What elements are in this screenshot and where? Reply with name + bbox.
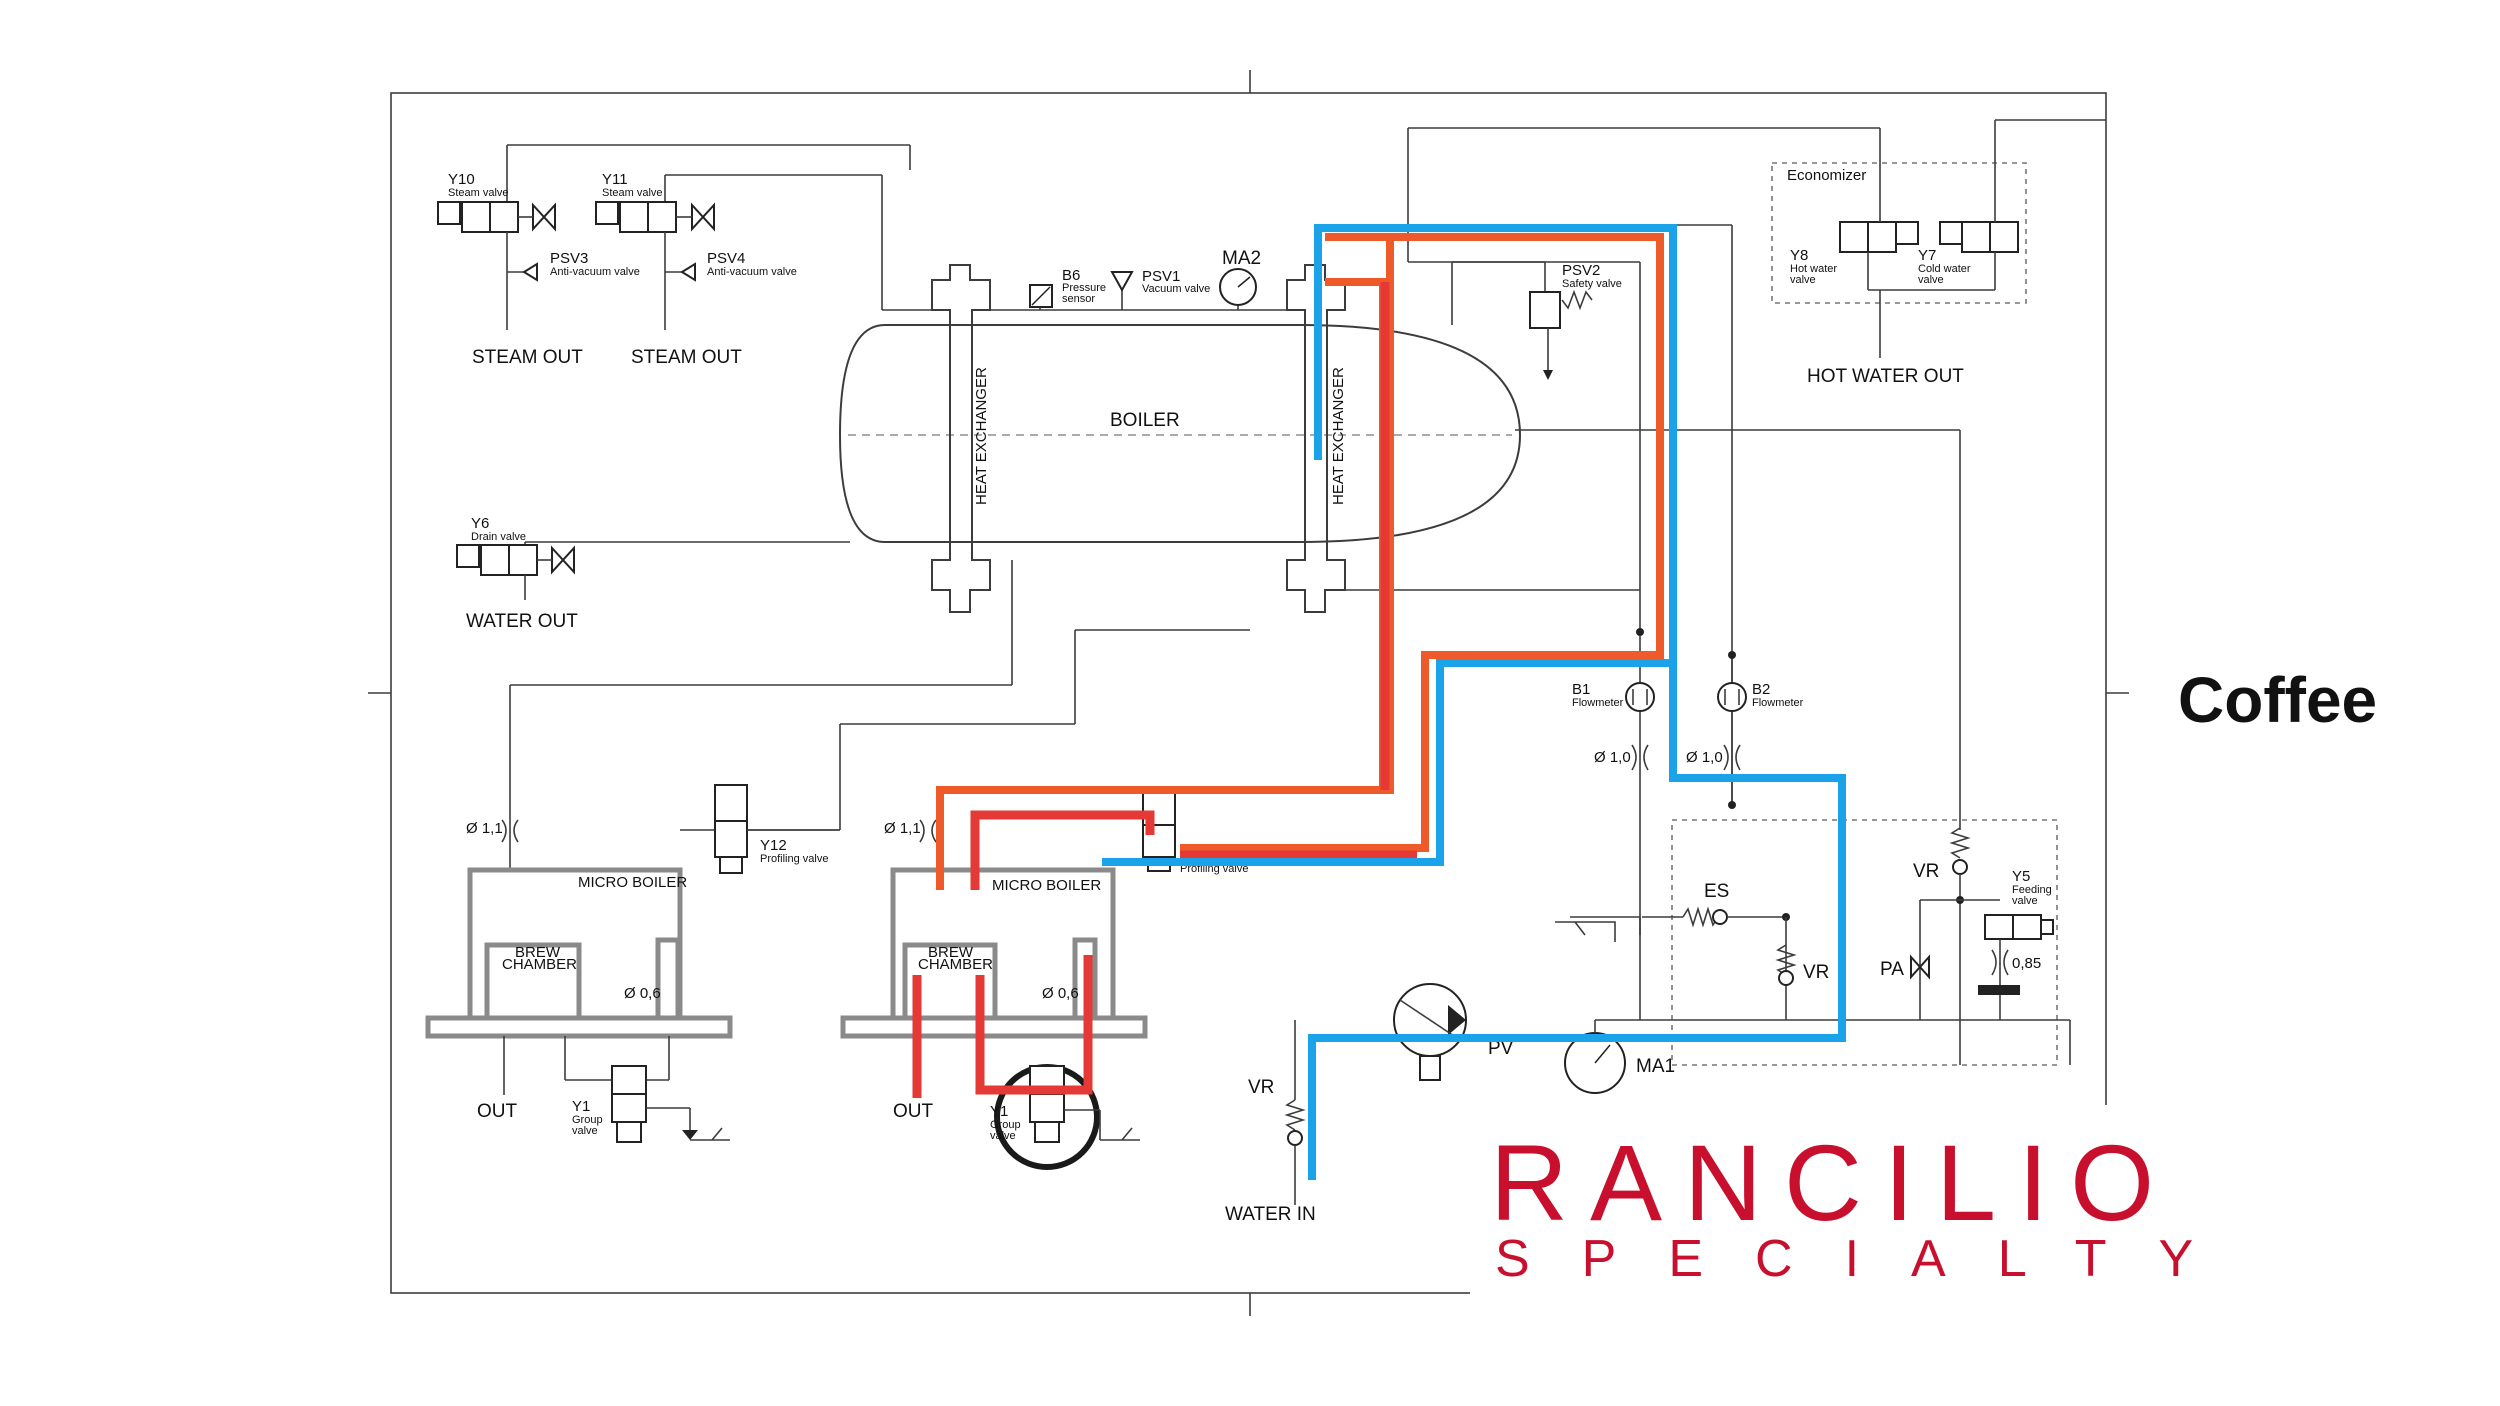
ma1-label: MA1 bbox=[1636, 1056, 1675, 1077]
b1-orifice: Ø 1,0 bbox=[1594, 749, 1631, 766]
logo-brand: RANCILIO bbox=[1490, 1122, 2176, 1243]
b6-desc1: Pressure bbox=[1062, 282, 1106, 294]
drain-valve-y6: Y6 Drain valve WATER OUT bbox=[456, 515, 850, 632]
boiler: BOILER bbox=[838, 324, 1522, 543]
heat-exchanger-right: HEAT EXCHANGER bbox=[1286, 264, 1347, 613]
psv2-desc: Safety valve bbox=[1562, 278, 1622, 290]
y8-desc1: Hot water bbox=[1790, 263, 1837, 275]
psv2-id: PSV2 bbox=[1562, 262, 1600, 279]
y1b-desc2: valve bbox=[990, 1130, 1016, 1142]
b1-id: B1 bbox=[1572, 681, 1590, 698]
right-brew-label-2: CHAMBER bbox=[918, 956, 993, 973]
water-out: WATER OUT bbox=[466, 611, 578, 632]
safety-valve-psv2: PSV2 Safety valve bbox=[1451, 261, 1622, 380]
economizer: Economizer Y8 Hot water valve Y7 Cold wa… bbox=[1408, 119, 2106, 387]
left-orifice-top: Ø 1,1 bbox=[466, 820, 503, 837]
pa-label: PA bbox=[1880, 959, 1904, 980]
y12a-desc: Profiling valve bbox=[760, 853, 828, 865]
hot-water-out: HOT WATER OUT bbox=[1807, 366, 1964, 387]
psv1-id: PSV1 bbox=[1142, 268, 1180, 285]
vr-top-label: VR bbox=[1913, 861, 1939, 882]
steam-valve-y11: Y11 Steam valve PSV4 Anti-vacuum valve S… bbox=[595, 171, 932, 368]
left-micro-boiler-label: MICRO BOILER bbox=[578, 874, 687, 891]
b6-desc2: sensor bbox=[1062, 293, 1095, 305]
heat-exchanger-left-label: HEAT EXCHANGER bbox=[973, 367, 990, 505]
heat-exchanger-left: HEAT EXCHANGER bbox=[931, 264, 991, 613]
steam-out-1: STEAM OUT bbox=[472, 347, 583, 368]
y5-desc2: valve bbox=[2012, 895, 2038, 907]
heat-exchanger-right-label: HEAT EXCHANGER bbox=[1330, 367, 1347, 505]
y10-desc: Steam valve bbox=[448, 187, 509, 199]
out-right: OUT bbox=[893, 1101, 934, 1122]
economizer-label: Economizer bbox=[1787, 167, 1866, 184]
y6-desc: Drain valve bbox=[471, 531, 526, 543]
right-orifice-top: Ø 1,1 bbox=[884, 820, 921, 837]
logo-tagline: SPECIALTY bbox=[1495, 1230, 2245, 1288]
right-micro-boiler-label: MICRO BOILER bbox=[992, 877, 1101, 894]
steam-valve-y10: Y10 Steam valve PSV3 Anti-vacuum valve S… bbox=[437, 144, 911, 368]
y11-id: Y11 bbox=[602, 171, 628, 188]
psv1-desc: Vacuum valve bbox=[1142, 283, 1210, 295]
pv-label: PV bbox=[1488, 1038, 1514, 1059]
vr-mid-label: VR bbox=[1803, 962, 1829, 983]
b6-id: B6 bbox=[1062, 267, 1080, 284]
boiler-top-line: B6 Pressure sensor PSV1 Vacuum valve MA2 bbox=[990, 248, 1287, 311]
vr-in-label: VR bbox=[1248, 1077, 1274, 1098]
b2-desc: Flowmeter bbox=[1752, 697, 1804, 709]
b1-desc: Flowmeter bbox=[1572, 697, 1624, 709]
y11-desc: Steam valve bbox=[602, 187, 663, 199]
flowmeter-b2: B2 Flowmeter Ø 1,0 bbox=[1636, 628, 1804, 809]
left-orifice-side: Ø 0,6 bbox=[624, 985, 661, 1002]
y6-id: Y6 bbox=[471, 515, 489, 532]
drawing-frame bbox=[368, 70, 2129, 1316]
psv4-id: PSV4 bbox=[707, 250, 745, 267]
cold-flow-lines bbox=[1102, 224, 1846, 1180]
psv3-id: PSV3 bbox=[550, 250, 588, 267]
y5-desc1: Feeding bbox=[2012, 884, 2052, 896]
boiler-label: BOILER bbox=[1110, 410, 1180, 431]
page-heading: Coffee bbox=[2178, 664, 2377, 736]
out-left: OUT bbox=[477, 1101, 518, 1122]
y12a-id: Y12 bbox=[760, 837, 787, 854]
water-in: WATER IN bbox=[1225, 1204, 1316, 1225]
flowmeter-b1: B1 Flowmeter Ø 1,0 bbox=[1572, 681, 1655, 771]
b2-orifice: Ø 1,0 bbox=[1686, 749, 1723, 766]
y1b-id: Y1 bbox=[990, 1103, 1008, 1120]
steam-out-2: STEAM OUT bbox=[631, 347, 742, 368]
y7-desc1: Cold water bbox=[1918, 263, 1971, 275]
group-right: MICRO BOILER BREW CHAMBER Ø 1,1 Ø 0,6 OU… bbox=[840, 792, 1248, 1170]
feed-orifice: 0,85 bbox=[2012, 955, 2041, 972]
group-left: MICRO BOILER BREW CHAMBER Ø 1,1 Ø 0,6 OU… bbox=[425, 784, 840, 1143]
b2-id: B2 bbox=[1752, 681, 1770, 698]
left-brew-label-1: BREW bbox=[515, 944, 561, 961]
psv3-desc: Anti-vacuum valve bbox=[550, 266, 640, 278]
hot-flow-lines bbox=[912, 282, 1417, 1098]
ma2-label: MA2 bbox=[1222, 248, 1261, 269]
es-label: ES bbox=[1704, 881, 1729, 902]
psv4-desc: Anti-vacuum valve bbox=[707, 266, 797, 278]
y1a-desc1: Group bbox=[572, 1114, 603, 1126]
y1b-desc1: Group bbox=[990, 1119, 1021, 1131]
left-brew-label-2: CHAMBER bbox=[502, 956, 577, 973]
logo-backdrop bbox=[1470, 1105, 2110, 1306]
y10-id: Y10 bbox=[448, 171, 475, 188]
y8-desc2: valve bbox=[1790, 274, 1816, 286]
y1a-id: Y1 bbox=[572, 1098, 590, 1115]
right-brew-label-1: BREW bbox=[928, 944, 974, 961]
right-orifice-side: Ø 0,6 bbox=[1042, 985, 1079, 1002]
y7-desc2: valve bbox=[1918, 274, 1944, 286]
y8-id: Y8 bbox=[1790, 247, 1808, 264]
warm-flow-lines bbox=[936, 233, 1664, 890]
y7-id: Y7 bbox=[1918, 247, 1936, 264]
y5-id: Y5 bbox=[2012, 868, 2030, 885]
y1a-desc2: valve bbox=[572, 1125, 598, 1137]
